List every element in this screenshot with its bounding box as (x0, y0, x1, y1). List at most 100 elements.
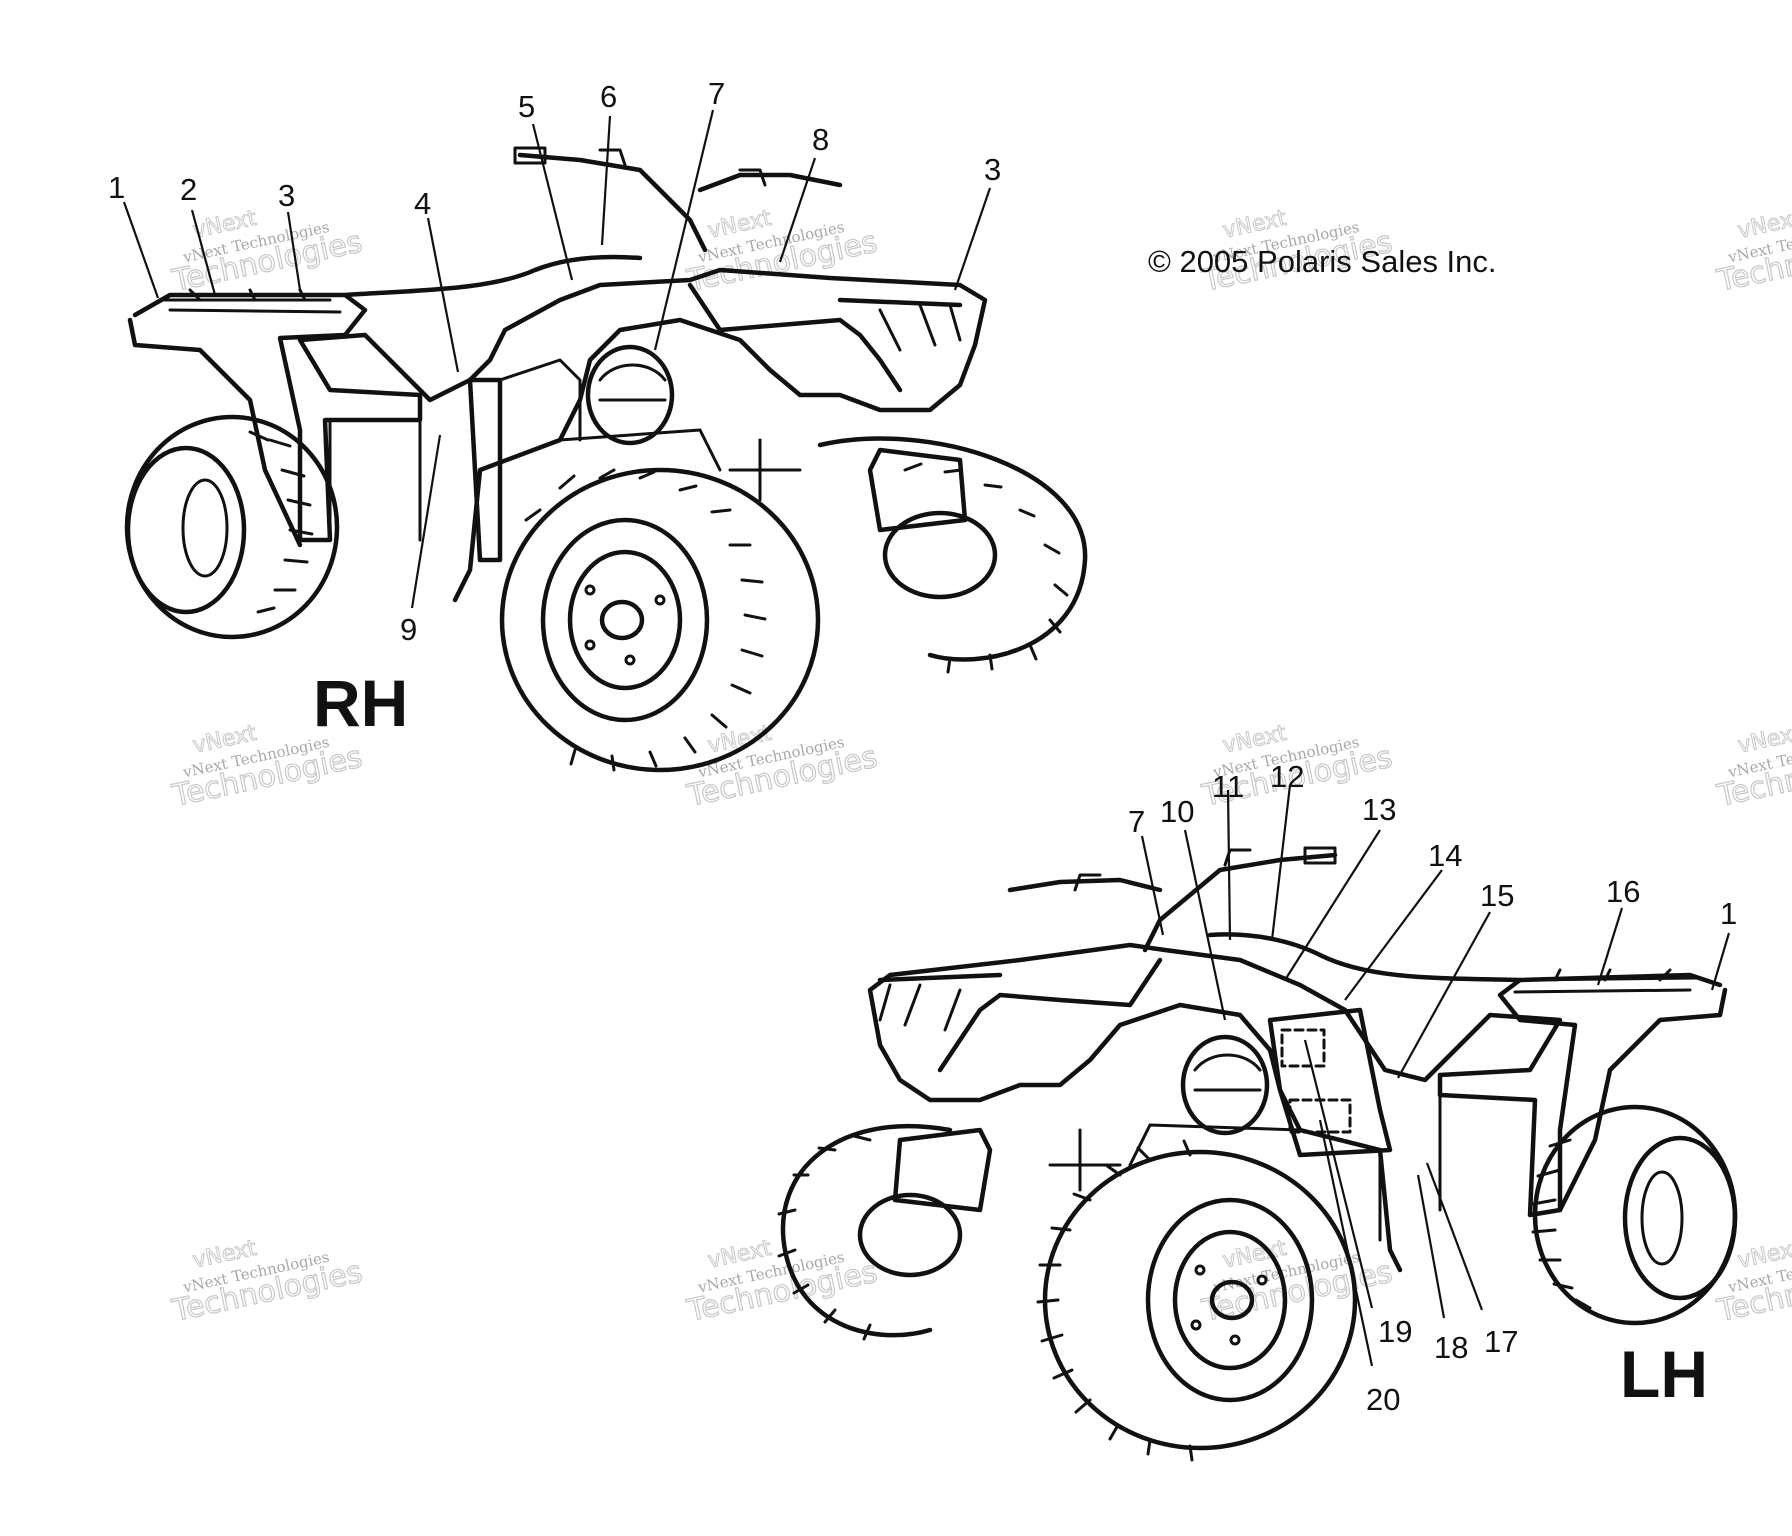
callout-label: 15 (1480, 878, 1514, 913)
body-outline-lh (867, 942, 1723, 1273)
leader-line (1397, 911, 1491, 1079)
leader-line (1303, 1039, 1374, 1309)
leader-line (410, 434, 442, 609)
front-grille-rh (878, 303, 962, 352)
handlebar-rh (517, 152, 843, 253)
front-grille-lh (878, 983, 962, 1032)
frame-detail-lh (1048, 1093, 1442, 1242)
rh-view: 1 2 3 4 5 6 7 8 3 9 RH (108, 76, 1088, 773)
seat-rh (342, 254, 643, 298)
rh-leaders (122, 109, 992, 609)
leader-line (426, 217, 460, 373)
callout-label: 20 (1366, 1382, 1400, 1417)
rear-rim-lh (1622, 1135, 1738, 1301)
callout-label: 8 (812, 122, 829, 157)
leader-line (122, 201, 160, 299)
grip-right-lh (1303, 846, 1337, 865)
atv-drawing-rh (124, 146, 1088, 773)
leader-line (653, 109, 715, 351)
rear-hub-lh (1640, 1170, 1684, 1266)
atv-drawing-lh (777, 846, 1738, 1462)
far-front-wheel-rh (817, 436, 1088, 662)
front-tread-lh (1036, 1139, 1194, 1462)
seat-lh (1207, 932, 1523, 983)
lh-view: 7 10 11 12 13 14 15 16 1 17 18 19 20 LH (777, 759, 1738, 1462)
leader-line (1318, 1119, 1374, 1367)
engine-cover-rh (585, 344, 675, 446)
side-panel-lh (1267, 1007, 1393, 1158)
watermark: vNext vNext Technologies Technologies (1713, 1235, 1792, 1329)
front-rim-inner-rh (567, 549, 683, 691)
front-hub-lh (1209, 1279, 1255, 1321)
callout-label: 13 (1362, 792, 1396, 827)
watermark: vNext vNext Technologies Technologies (168, 1235, 366, 1329)
watermark: vNext vNext Technologies Technologies (683, 1235, 881, 1329)
leader-line (778, 157, 817, 263)
side-panel-rh (467, 377, 503, 563)
engine-cover-lh (1180, 1034, 1270, 1136)
leader-line (1284, 829, 1381, 981)
front-rim-inner-lh (1172, 1229, 1288, 1371)
lh-leaders (1140, 784, 1731, 1367)
callout-label: 14 (1428, 838, 1462, 873)
side-panel-detail-rh (498, 358, 582, 442)
callout-label: 1 (1720, 896, 1737, 931)
rear-rack-rh (158, 288, 342, 314)
rear-hub-rh (181, 478, 229, 578)
callout-label: 3 (984, 152, 1001, 187)
copyright-text: © 2005 Polaris Sales Inc. (1148, 244, 1497, 279)
callout-label: 16 (1606, 874, 1640, 909)
front-wheel-rh (499, 467, 821, 773)
callout-label: 4 (414, 186, 431, 221)
watermark: vNext vNext Technologies Technologies (683, 205, 881, 299)
callout-label: 7 (1128, 804, 1145, 839)
controls-lh (1073, 848, 1252, 892)
leader-line (1183, 829, 1227, 1021)
leader-line (1416, 1174, 1446, 1319)
rear-rim-rh (125, 445, 247, 615)
engine-detail-lh (1193, 1053, 1262, 1092)
front-hub-rh (599, 599, 645, 641)
front-bumper-lh (892, 1127, 993, 1213)
leader-line (286, 211, 302, 291)
callout-label: 6 (600, 79, 617, 114)
front-bumper-rh (867, 447, 968, 533)
callout-label: 19 (1378, 1314, 1412, 1349)
far-front-rim-lh (857, 1192, 963, 1278)
frame-detail-rh (328, 393, 802, 542)
watermarks: vNext vNext Technologies Technologies vN… (168, 205, 1792, 1329)
callout-label: 2 (180, 172, 197, 207)
callout-label: 9 (400, 612, 417, 647)
grip-left-rh (513, 146, 547, 165)
callout-label: 3 (278, 178, 295, 213)
leader-line (1226, 789, 1232, 941)
callout-label: 11 (1212, 769, 1244, 804)
leader-line (190, 209, 217, 296)
view-label-lh: LH (1620, 1337, 1708, 1411)
front-tread-rh (524, 468, 767, 772)
leader-line (953, 187, 992, 291)
lh-callouts: 7 10 11 12 13 14 15 16 1 17 18 19 20 (1128, 759, 1737, 1417)
leader-line (600, 115, 612, 246)
controls-rh (598, 148, 767, 187)
callout-label: 18 (1434, 1330, 1468, 1365)
far-front-tread-rh (903, 462, 1069, 674)
front-rim-rh (540, 517, 710, 723)
far-front-tread-lh (777, 1134, 872, 1341)
callout-label: 1 (108, 170, 125, 205)
callout-label: 12 (1270, 759, 1304, 794)
leader-line (1344, 869, 1443, 1001)
leader-line (1596, 907, 1624, 986)
front-rack-rh (687, 282, 963, 393)
rear-rack-lh (1513, 968, 1702, 994)
watermark: vNext vNext Technologies Technologies (1713, 205, 1792, 299)
callout-label: 10 (1160, 794, 1194, 829)
rear-tread-rh (248, 430, 314, 614)
callout-label: 5 (518, 89, 535, 124)
rear-fender-lh (1557, 987, 1728, 1213)
handlebar-lh (1007, 852, 1338, 953)
rh-callouts: 1 2 3 4 5 6 7 8 3 9 (108, 76, 1001, 647)
leader-line (1270, 784, 1292, 941)
leader-line (1140, 835, 1165, 936)
